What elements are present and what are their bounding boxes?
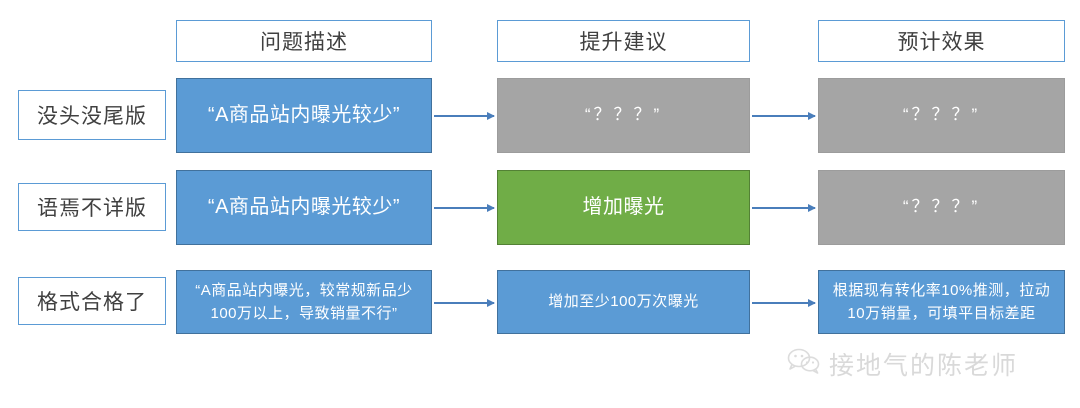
arrow-shaft <box>434 302 494 304</box>
column-header-problem-label: 问题描述 <box>260 31 348 54</box>
cell-r2-suggestion-text: 增加曝光 <box>582 196 665 218</box>
arrow-r1-suggestion-to-effect <box>752 111 816 120</box>
row-label-vague-text: 语焉不详版 <box>37 197 147 220</box>
arrow-head-icon <box>808 203 816 212</box>
cell-r1-effect-text: “？？？” <box>902 105 981 125</box>
arrow-r2-suggestion-to-effect <box>752 203 816 212</box>
arrow-shaft <box>752 207 815 209</box>
cell-r2-problem: “A商品站内曝光较少” <box>176 170 432 245</box>
arrow-r2-problem-to-suggestion <box>434 203 495 212</box>
arrow-r3-problem-to-suggestion <box>434 298 495 307</box>
arrow-shaft <box>434 115 494 117</box>
cell-r2-effect: “？？？” <box>818 170 1065 245</box>
cell-r3-problem-text: “A商品站内曝光，较常规新品少100万以上，导致销量不行” <box>195 281 413 322</box>
cell-r1-problem-text: “A商品站内曝光较少” <box>207 104 401 126</box>
cell-r3-suggestion-text: 增加至少100万次曝光 <box>548 293 699 311</box>
cell-r1-effect: “？？？” <box>818 78 1065 153</box>
cell-r1-suggestion-text: “？？？” <box>584 105 663 125</box>
column-header-problem: 问题描述 <box>176 20 432 62</box>
watermark: 接地气的陈老师 <box>787 346 1018 382</box>
cell-r3-problem: “A商品站内曝光，较常规新品少100万以上，导致销量不行” <box>176 270 432 334</box>
row-label-vague: 语焉不详版 <box>18 183 166 231</box>
column-header-effect: 预计效果 <box>818 20 1065 62</box>
cell-r3-suggestion: 增加至少100万次曝光 <box>497 270 750 334</box>
row-label-no-head-no-tail-text: 没头没尾版 <box>37 105 147 128</box>
arrow-head-icon <box>487 111 495 120</box>
arrow-r1-problem-to-suggestion <box>434 111 495 120</box>
watermark-text: 接地气的陈老师 <box>829 351 1019 380</box>
arrow-r3-suggestion-to-effect <box>752 298 816 307</box>
arrow-head-icon <box>487 298 495 307</box>
cell-r2-effect-text: “？？？” <box>902 197 981 217</box>
arrow-shaft <box>752 115 815 117</box>
cell-r3-effect-text: 根据现有转化率10%推测，拉动10万销量，可填平目标差距 <box>832 281 1051 322</box>
arrow-head-icon <box>808 298 816 307</box>
wechat-icon <box>787 347 821 381</box>
row-label-qualified: 格式合格了 <box>18 277 166 325</box>
cell-r1-problem: “A商品站内曝光较少” <box>176 78 432 153</box>
cell-r2-suggestion: 增加曝光 <box>497 170 750 245</box>
arrow-shaft <box>752 302 815 304</box>
arrow-shaft <box>434 207 494 209</box>
cell-r2-problem-text: “A商品站内曝光较少” <box>207 196 401 218</box>
cell-r1-suggestion: “？？？” <box>497 78 750 153</box>
row-label-qualified-text: 格式合格了 <box>37 291 147 314</box>
arrow-head-icon <box>808 111 816 120</box>
cell-r3-effect: 根据现有转化率10%推测，拉动10万销量，可填平目标差距 <box>818 270 1065 334</box>
column-header-suggestion-label: 提升建议 <box>579 31 668 54</box>
arrow-head-icon <box>487 203 495 212</box>
column-header-effect-label: 预计效果 <box>897 31 986 54</box>
row-label-no-head-no-tail: 没头没尾版 <box>18 90 166 140</box>
column-header-suggestion: 提升建议 <box>497 20 750 62</box>
